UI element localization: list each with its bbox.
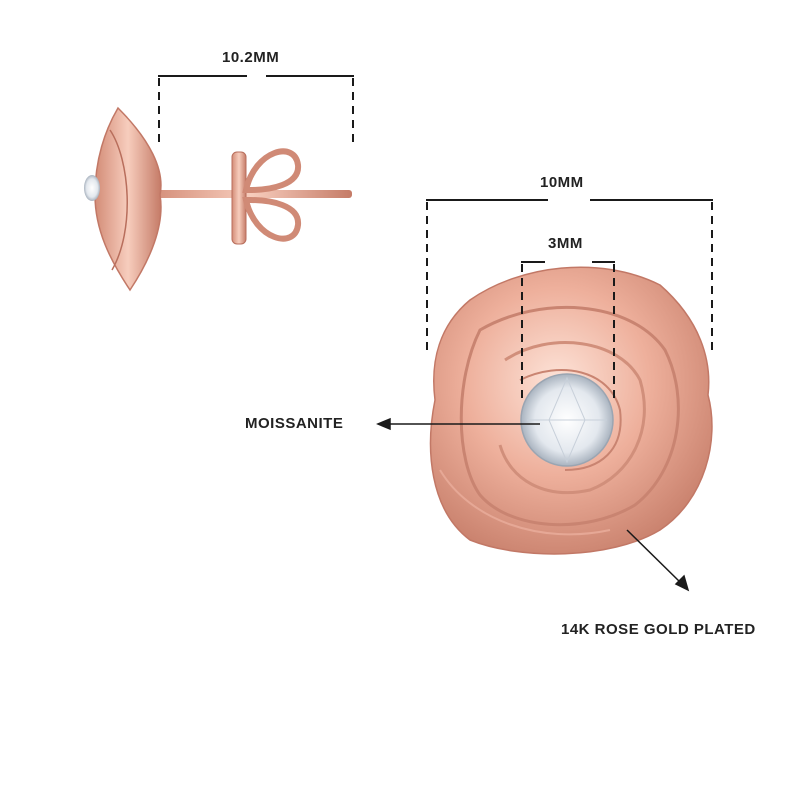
stone-width-label: 3MM — [548, 235, 583, 252]
earring-post — [150, 190, 352, 198]
metal-arrowhead — [674, 574, 690, 592]
earring-back-loop-bottom — [242, 197, 301, 242]
moissanite-arrowhead — [376, 417, 391, 431]
face-width-label: 10MM — [540, 174, 584, 191]
side-stone — [84, 175, 100, 201]
moissanite-label: MOISSANITE — [245, 415, 344, 432]
earring-back-loop-top — [242, 148, 301, 193]
callout-arrows — [376, 417, 690, 592]
metal-label: 14K ROSE GOLD PLATED — [561, 621, 756, 638]
side-flower — [94, 106, 162, 292]
front-view-rose — [429, 266, 713, 555]
side-view-earring — [84, 106, 352, 292]
dimension-lines — [158, 75, 713, 400]
metal-arrow-line — [626, 529, 683, 585]
side-width-label: 10.2MM — [222, 49, 280, 66]
